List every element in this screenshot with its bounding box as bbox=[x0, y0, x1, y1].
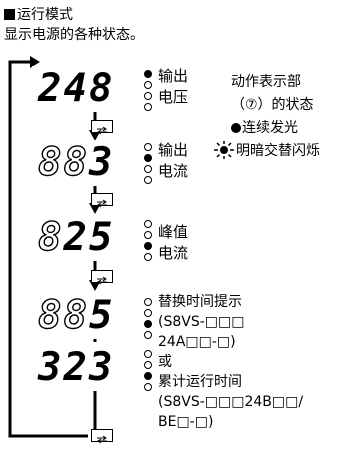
label-line: 替换时间提示 bbox=[158, 294, 242, 310]
section-title-text: 运行模式 bbox=[17, 7, 73, 23]
display-label: 替换时间提示 (S8VS-□□□ 24A□□-□) 或 bbox=[158, 292, 244, 372]
led-indicator bbox=[144, 70, 152, 78]
led-indicator bbox=[144, 231, 152, 239]
mode-key-glyph bbox=[97, 435, 107, 444]
section-title: 运行模式 bbox=[4, 6, 73, 24]
digit: 3 bbox=[38, 345, 64, 390]
label-line: 输出 bbox=[158, 141, 189, 159]
lcd-digits: 883 bbox=[37, 140, 115, 185]
lcd-display-cumulative-time: 323 bbox=[32, 345, 137, 391]
display-label: 输出 电压 bbox=[158, 66, 188, 108]
mode-key-icon bbox=[91, 120, 113, 135]
digit: 3 bbox=[88, 345, 115, 390]
label-line: 峰值 bbox=[158, 223, 189, 241]
label-line: BE□-□) bbox=[158, 414, 214, 430]
led-indicator bbox=[144, 92, 152, 100]
digit: 2 bbox=[63, 215, 89, 260]
mode-key-icon bbox=[91, 270, 113, 285]
led-indicator bbox=[144, 103, 152, 111]
legend-flashing: 明暗交替闪烁 bbox=[213, 140, 320, 163]
legend-continuous: 连续发光 bbox=[231, 117, 320, 140]
label-line: 输出 bbox=[158, 67, 189, 85]
label-line: 24A□□-□) bbox=[158, 334, 236, 350]
square-bullet-icon bbox=[4, 9, 15, 20]
display-label: 输出 电流 bbox=[158, 140, 188, 182]
status-leds bbox=[144, 350, 154, 394]
status-leds bbox=[144, 143, 154, 187]
led-indicator bbox=[144, 220, 152, 228]
led-indicator bbox=[144, 253, 152, 261]
mode-key-glyph bbox=[97, 276, 107, 285]
lcd-display-output-current: 883 bbox=[32, 140, 137, 186]
display-label: 峰值 电流 bbox=[158, 222, 188, 264]
lcd-digits: 248 bbox=[38, 68, 114, 110]
status-leds bbox=[144, 70, 154, 114]
digit: 8 bbox=[88, 66, 115, 111]
digit: 8 bbox=[63, 140, 89, 185]
solid-dot-icon bbox=[231, 123, 241, 133]
digit: 8 bbox=[37, 215, 64, 260]
led-indicator bbox=[144, 309, 152, 317]
mode-key-glyph bbox=[97, 126, 107, 135]
lcd-display-peak-current: 825 bbox=[32, 215, 137, 261]
led-indicator bbox=[144, 143, 152, 151]
indicator-legend: 动作表示部 （⑦）的状态 连续发光 明暗交替闪烁 bbox=[214, 71, 320, 163]
led-indicator bbox=[144, 320, 152, 328]
label-line: 电流 bbox=[158, 162, 189, 180]
digit: 2 bbox=[63, 345, 89, 390]
section-subtitle: 显示电源的各种状态。 bbox=[4, 27, 144, 43]
label-line: (S8VS-□□□24B□□/ bbox=[158, 394, 304, 410]
led-indicator bbox=[144, 176, 152, 184]
led-indicator bbox=[144, 383, 152, 391]
flashing-led-icon bbox=[213, 141, 235, 159]
legend-flashing-text: 明暗交替闪烁 bbox=[236, 143, 320, 159]
lcd-digits: 885 bbox=[37, 293, 115, 338]
digit: 2 bbox=[38, 66, 64, 111]
led-indicator bbox=[144, 154, 152, 162]
led-indicator bbox=[144, 298, 152, 306]
mode-key-icon bbox=[91, 429, 113, 444]
mode-key-icon bbox=[91, 193, 113, 208]
led-indicator bbox=[144, 81, 152, 89]
digit: 8 bbox=[63, 293, 89, 338]
label-line: (S8VS-□□□ bbox=[158, 314, 245, 330]
digit: 3 bbox=[88, 140, 115, 185]
lcd-display-output-voltage: 248 bbox=[32, 66, 137, 112]
led-indicator bbox=[144, 361, 152, 369]
label-line: 电流 bbox=[158, 244, 189, 262]
digit: 5 bbox=[88, 293, 115, 338]
label-line: 电压 bbox=[158, 88, 189, 106]
mode-key-glyph bbox=[97, 199, 107, 208]
status-leds bbox=[144, 220, 154, 264]
label-line: 累计运行时间 bbox=[158, 374, 242, 390]
status-leds bbox=[144, 298, 154, 342]
digit: 8 bbox=[37, 293, 64, 338]
flashing-led-glyph bbox=[214, 141, 234, 159]
led-indicator bbox=[144, 331, 152, 339]
display-label: 累计运行时间 (S8VS-□□□24B□□/ BE□-□) bbox=[158, 372, 303, 432]
lcd-digits: 825 bbox=[37, 215, 115, 260]
led-indicator bbox=[144, 350, 152, 358]
digit: 5 bbox=[88, 215, 115, 260]
digit: 4 bbox=[63, 66, 89, 111]
legend-line: （⑦）的状态 bbox=[231, 97, 314, 113]
digit: 8 bbox=[37, 140, 64, 185]
led-indicator bbox=[144, 372, 152, 380]
label-line: 或 bbox=[158, 354, 172, 370]
led-indicator bbox=[144, 165, 152, 173]
lcd-display-replacement-time: 885 bbox=[32, 293, 137, 339]
legend-continuous-text: 连续发光 bbox=[242, 120, 298, 136]
legend-line: 动作表示部 bbox=[231, 74, 301, 90]
lcd-digits: 323 bbox=[38, 347, 114, 389]
led-indicator bbox=[144, 242, 152, 250]
